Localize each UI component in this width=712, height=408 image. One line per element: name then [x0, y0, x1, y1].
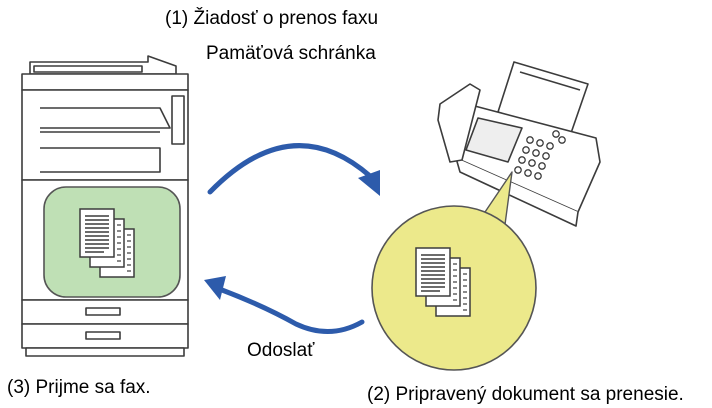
send-label: Odoslať: [247, 340, 315, 361]
step3-label: (3) Prijme sa fax.: [7, 377, 151, 398]
step2-label: (2) Pripravený dokument sa prenesie.: [367, 384, 684, 405]
memory-box-label: Pamäťová schránka: [206, 43, 376, 64]
step1-label: (1) Žiadosť o prenos faxu: [165, 8, 379, 29]
request-arrow: [207, 143, 380, 196]
fax-icon: [437, 61, 601, 227]
send-arrow: [204, 276, 365, 335]
